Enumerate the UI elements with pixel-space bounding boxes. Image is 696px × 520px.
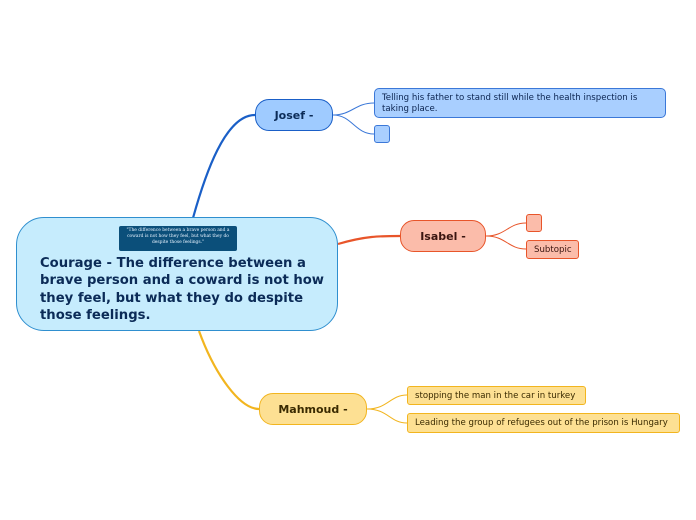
connector-mahmoud-sub2 [366, 408, 408, 424]
central-topic[interactable]: "The difference between a brave person a… [16, 217, 338, 331]
connector-central-josef [191, 113, 256, 219]
central-topic-title: Courage - The difference between a brave… [40, 256, 324, 324]
subtopic-mahmoud-2-label: Leading the group of refugees out of the… [415, 418, 668, 428]
subtopic-mahmoud-2[interactable]: Leading the group of refugees out of the… [407, 413, 680, 433]
connector-central-mahmoud [197, 330, 260, 411]
subtopic-isabel-2[interactable]: Subtopic [526, 240, 579, 259]
connector-central-isabel [337, 234, 401, 246]
subtopic-isabel-2-label: Subtopic [534, 245, 572, 255]
subtopic-josef-1-label: Telling his father to stand still while … [382, 93, 638, 114]
subtopic-josef-1[interactable]: Telling his father to stand still while … [374, 88, 666, 118]
subtopic-josef-2[interactable] [374, 125, 390, 143]
connector-josef-sub1 [332, 102, 375, 116]
topic-josef[interactable]: Josef - [255, 99, 333, 131]
topic-mahmoud-label: Mahmoud - [278, 402, 348, 416]
subtopic-mahmoud-1-label: stopping the man in the car in turkey [415, 391, 576, 401]
central-quote-image: "The difference between a brave person a… [119, 226, 237, 251]
connector-isabel-sub1 [485, 222, 527, 237]
topic-isabel[interactable]: Isabel - [400, 220, 486, 252]
subtopic-mahmoud-1[interactable]: stopping the man in the car in turkey [407, 386, 586, 405]
subtopic-isabel-1[interactable] [526, 214, 542, 232]
topic-mahmoud[interactable]: Mahmoud - [259, 393, 367, 425]
connector-mahmoud-sub1 [366, 394, 408, 410]
topic-josef-label: Josef - [274, 108, 314, 122]
connector-josef-sub2 [332, 114, 375, 135]
connector-isabel-sub2 [485, 235, 527, 250]
topic-isabel-label: Isabel - [420, 229, 466, 243]
